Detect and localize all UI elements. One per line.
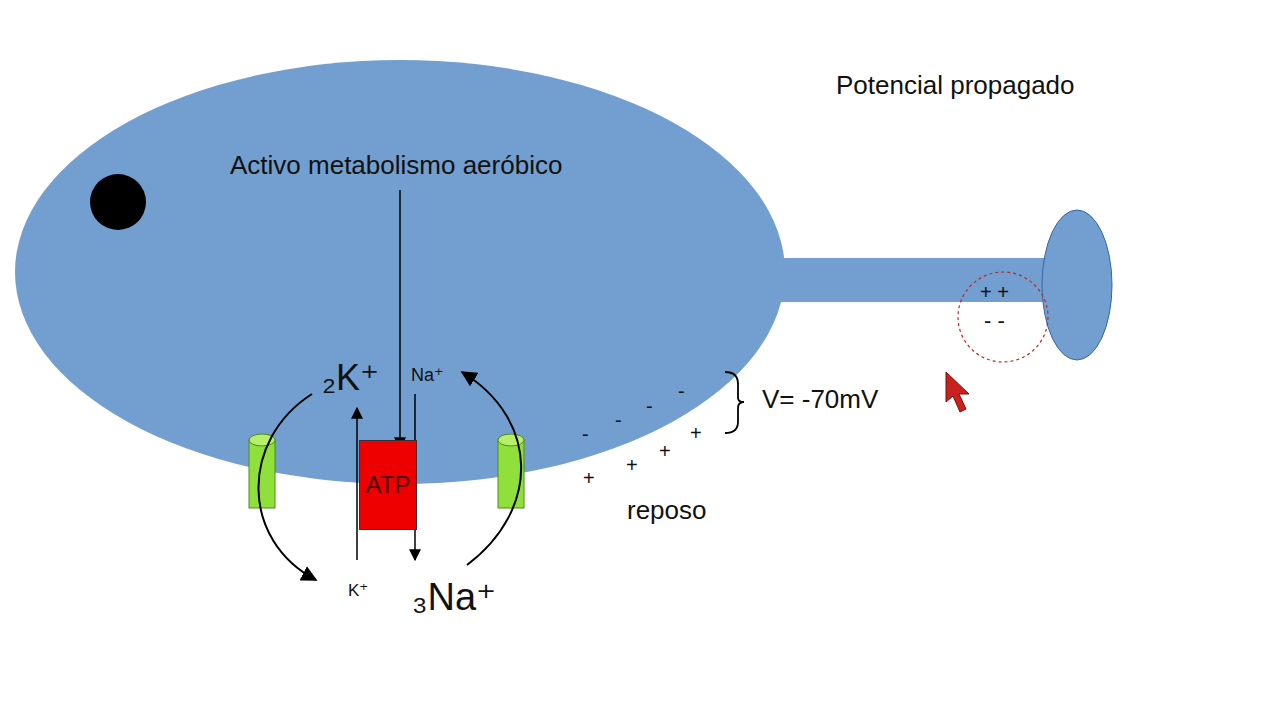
mouse-cursor: [946, 372, 969, 412]
ion-label: ₃Na⁺: [412, 578, 496, 616]
charge-sign: +: [583, 468, 595, 488]
axon: [770, 258, 1060, 302]
charge-sign: - -: [984, 310, 1005, 332]
charge-sign: -: [646, 396, 653, 416]
title-label: Potencial propagado: [836, 72, 1075, 98]
axon-terminal: [1042, 210, 1112, 360]
ion-label: ₂K⁺: [322, 360, 379, 396]
charge-sign: +: [626, 455, 638, 475]
k-curved-arrow: [258, 394, 316, 580]
ion-label: Na⁺: [411, 366, 444, 384]
nucleus: [90, 174, 146, 230]
metabolism-arrow: [399, 190, 401, 448]
k-in-arrow: [356, 408, 358, 560]
cell-body: [15, 60, 785, 484]
charge-sign: +: [690, 423, 702, 443]
charge-sign: -: [582, 424, 589, 444]
highlight-circle: [958, 272, 1048, 362]
voltage-bracket: [725, 372, 744, 433]
atp-pump-box: ATP: [359, 440, 417, 530]
na-curved-arrow: [462, 372, 521, 565]
state-label: reposo: [627, 497, 707, 523]
charge-sign: -: [615, 410, 622, 430]
charge-sign: +: [659, 441, 671, 461]
metabolism-label: Activo metabolismo aeróbico: [230, 152, 562, 178]
ion-channel: [249, 434, 275, 508]
charge-sign: -: [678, 381, 685, 401]
node-text: ATP: [366, 473, 411, 497]
charge-sign: + +: [980, 282, 1009, 302]
voltage-label: V= -70mV: [762, 386, 878, 412]
ion-label: K⁺: [348, 582, 368, 599]
